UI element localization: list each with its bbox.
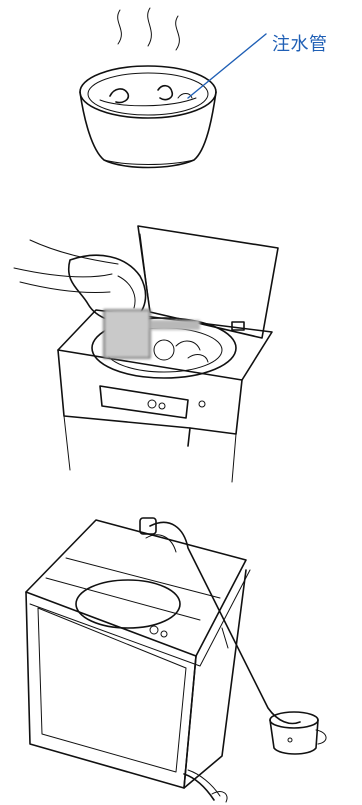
washer-closed-panel	[0, 508, 362, 805]
callout-leader-line	[188, 34, 266, 98]
washer-open-drawing	[0, 220, 362, 500]
cabinet-right	[190, 380, 242, 434]
steam-line	[176, 16, 180, 50]
water-splash	[188, 355, 208, 362]
handle-slot	[222, 628, 228, 648]
basin-inner-rim	[88, 73, 208, 115]
steam-line	[118, 10, 122, 44]
arm-line	[30, 240, 118, 264]
control-button	[150, 626, 158, 634]
arm-line	[14, 268, 112, 277]
bucket-mark	[288, 738, 292, 742]
agitator-center	[154, 340, 174, 360]
lid-seam	[66, 558, 220, 598]
washer-closed-drawing	[0, 508, 362, 805]
lid-window	[76, 580, 180, 628]
arm-line	[20, 282, 110, 293]
washer-top	[26, 520, 246, 656]
control-button	[161, 631, 167, 637]
control-panel	[100, 386, 188, 418]
cabinet-front	[26, 592, 196, 788]
lid-seam	[46, 578, 200, 620]
cabinet-leg	[64, 416, 70, 470]
front-panel	[38, 608, 186, 772]
washer-open-panel	[0, 220, 362, 500]
water-splash	[176, 341, 200, 350]
basin-drawing	[0, 0, 362, 180]
drain-hose	[184, 774, 214, 800]
bucket-rim	[270, 712, 318, 728]
control-button	[199, 401, 205, 407]
inlet-hose	[150, 522, 300, 723]
basin-body	[80, 92, 216, 168]
water-line	[100, 98, 196, 106]
control-button	[159, 403, 165, 409]
steam-line	[148, 8, 152, 46]
hose-part	[158, 86, 172, 100]
hose-part	[110, 89, 128, 103]
basin-panel: 注水管	[0, 0, 362, 180]
cabinet-leg	[232, 434, 236, 482]
hand-fingers	[118, 276, 135, 308]
control-knob	[148, 400, 156, 408]
cabinet-front-left	[58, 350, 190, 446]
inlet-hose-label: 注水管	[272, 30, 328, 56]
